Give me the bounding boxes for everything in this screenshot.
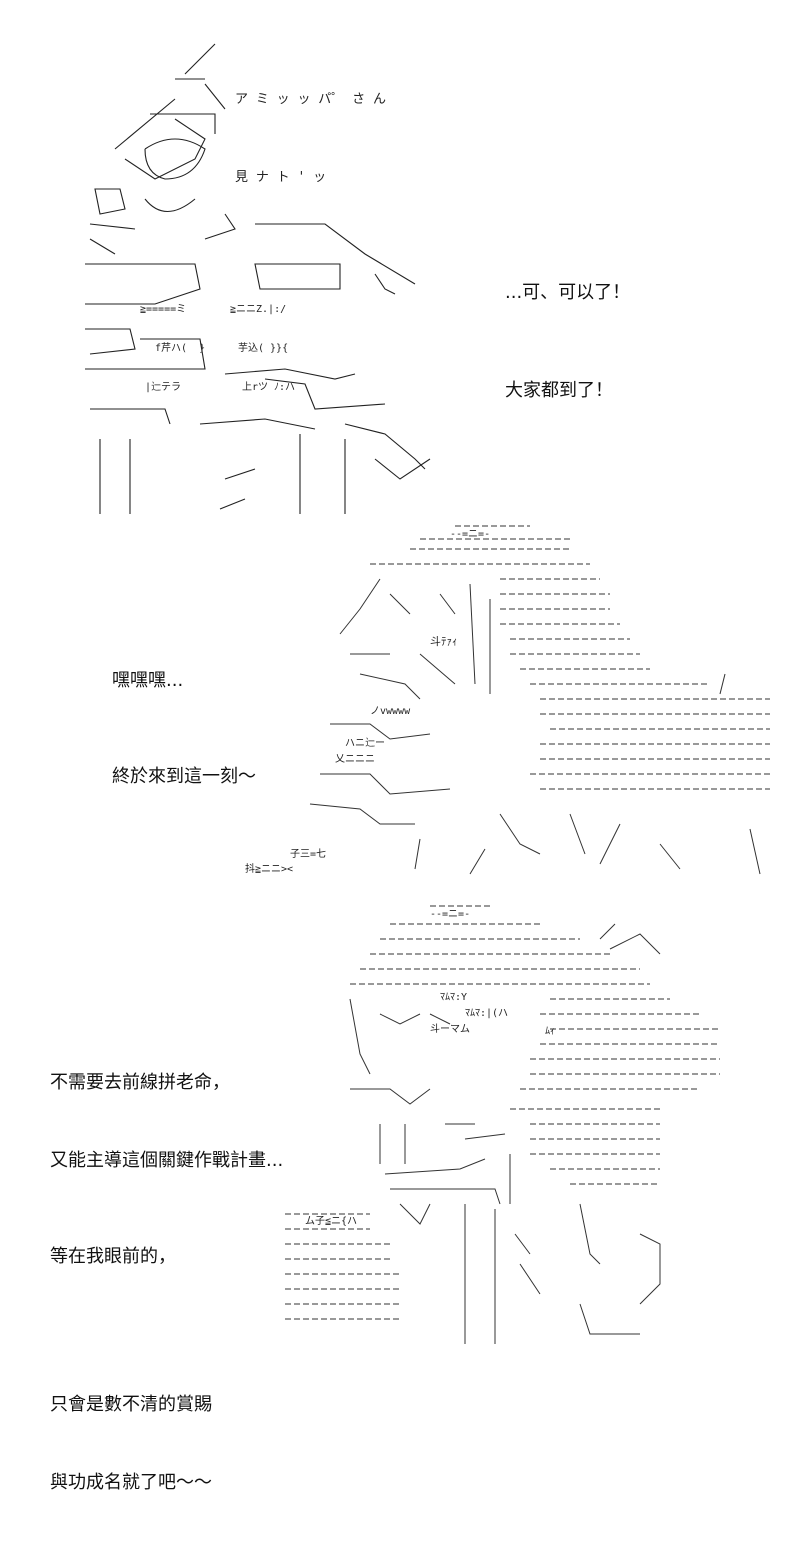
speech-line: 等在我眼前的，	[50, 1246, 176, 1267]
art-text: ハニ辷ー	[345, 738, 385, 749]
speech-line: 終於來到這一刻～	[112, 766, 256, 787]
dialogue-panel-3: 不需要去前線拼老命， 又能主導這個關鍵作戰計畫... 等在我眼前的， 只會是數不…	[50, 1018, 283, 1548]
speech-line: 只會是數不清的賞賜	[50, 1394, 212, 1415]
art-text: ﾏﾑﾏ:Y	[440, 992, 468, 1003]
character-art-panel-2: -‐=ニ=- 斗ﾃｧｨ ノvwwww ハニ辷ー 乂ニニニ 子三=七 抖≧ニニ><	[240, 500, 780, 875]
speech-line: 不需要去前線拼老命，	[50, 1072, 230, 1093]
character-art-panel-3: -‐=ニ=- ﾏﾑﾏ:Y ﾏﾑﾏ:|(ハ 斗ーマム ﾑｨ ム子≦ニ{ハ	[280, 880, 760, 1344]
art-text: ≧=====ミ	[140, 304, 187, 315]
art-text: 見 ナ ト ' ッ	[235, 170, 327, 185]
speech-line: 嘿嘿嘿...	[112, 670, 184, 691]
art-text: ム子≦ニ{ハ	[305, 1216, 358, 1227]
art-text: 上rツ ﾉ:ハ	[242, 382, 296, 393]
panel-2: 嘿嘿嘿... 終於來到這一刻～	[0, 500, 800, 875]
art-text: 斗ーマム	[430, 1024, 470, 1035]
art-text: ≧ニニZ.|:/	[230, 304, 287, 315]
ascii-art-figure-2	[309, 525, 770, 875]
speech-line: 又能主導這個關鍵作戰計畫...	[50, 1150, 284, 1171]
art-text: -‐=ニ=-	[430, 909, 471, 920]
speech-line: 大家都到了！	[505, 380, 613, 401]
ascii-art-figure-3	[285, 905, 720, 1344]
art-text: 抖≧ニニ><	[245, 864, 294, 875]
art-text: 乂ニニニ	[335, 754, 375, 765]
character-art-panel-1: ア ミ ッ ッ パ゜ さ ん 見 ナ ト ' ッ ≧=====ミ f芹ハ( } …	[55, 15, 445, 514]
panel-1: ア ミ ッ ッ パ゜ さ ん 見 ナ ト ' ッ ≧=====ミ f芹ハ( } …	[0, 0, 800, 514]
art-text: |辷テラ	[145, 382, 182, 393]
art-text: -‐=ニ=-	[450, 529, 491, 540]
dialogue-panel-1: ...可、可以了！ 大家都到了！	[505, 228, 630, 456]
art-text: 子三=七	[290, 849, 327, 860]
ascii-art-figure-1	[85, 43, 431, 514]
speech-line: 與功成名就了吧～～	[50, 1472, 212, 1493]
art-text: ﾏﾑﾏ:|(ハ	[465, 1008, 509, 1019]
art-text: 芋込( }}{	[238, 343, 289, 354]
art-text: ノvwwww	[370, 706, 411, 717]
art-caption-1: ア ミ ッ ッ パ゜ さ ん 見 ナ ト ' ッ	[235, 60, 386, 218]
art-text: ﾑｨ	[545, 1026, 555, 1037]
art-text: 斗ﾃｧｨ	[430, 635, 458, 648]
dialogue-panel-2: 嘿嘿嘿... 終於來到這一刻～	[112, 616, 256, 842]
art-text: f芹ハ( }	[155, 343, 206, 354]
art-text: ア ミ ッ ッ パ゜ さ ん	[235, 92, 386, 107]
panel-3: 不需要去前線拼老命， 又能主導這個關鍵作戰計畫... 等在我眼前的， 只會是數不…	[0, 870, 800, 1493]
speech-line: ...可、可以了！	[505, 282, 631, 303]
